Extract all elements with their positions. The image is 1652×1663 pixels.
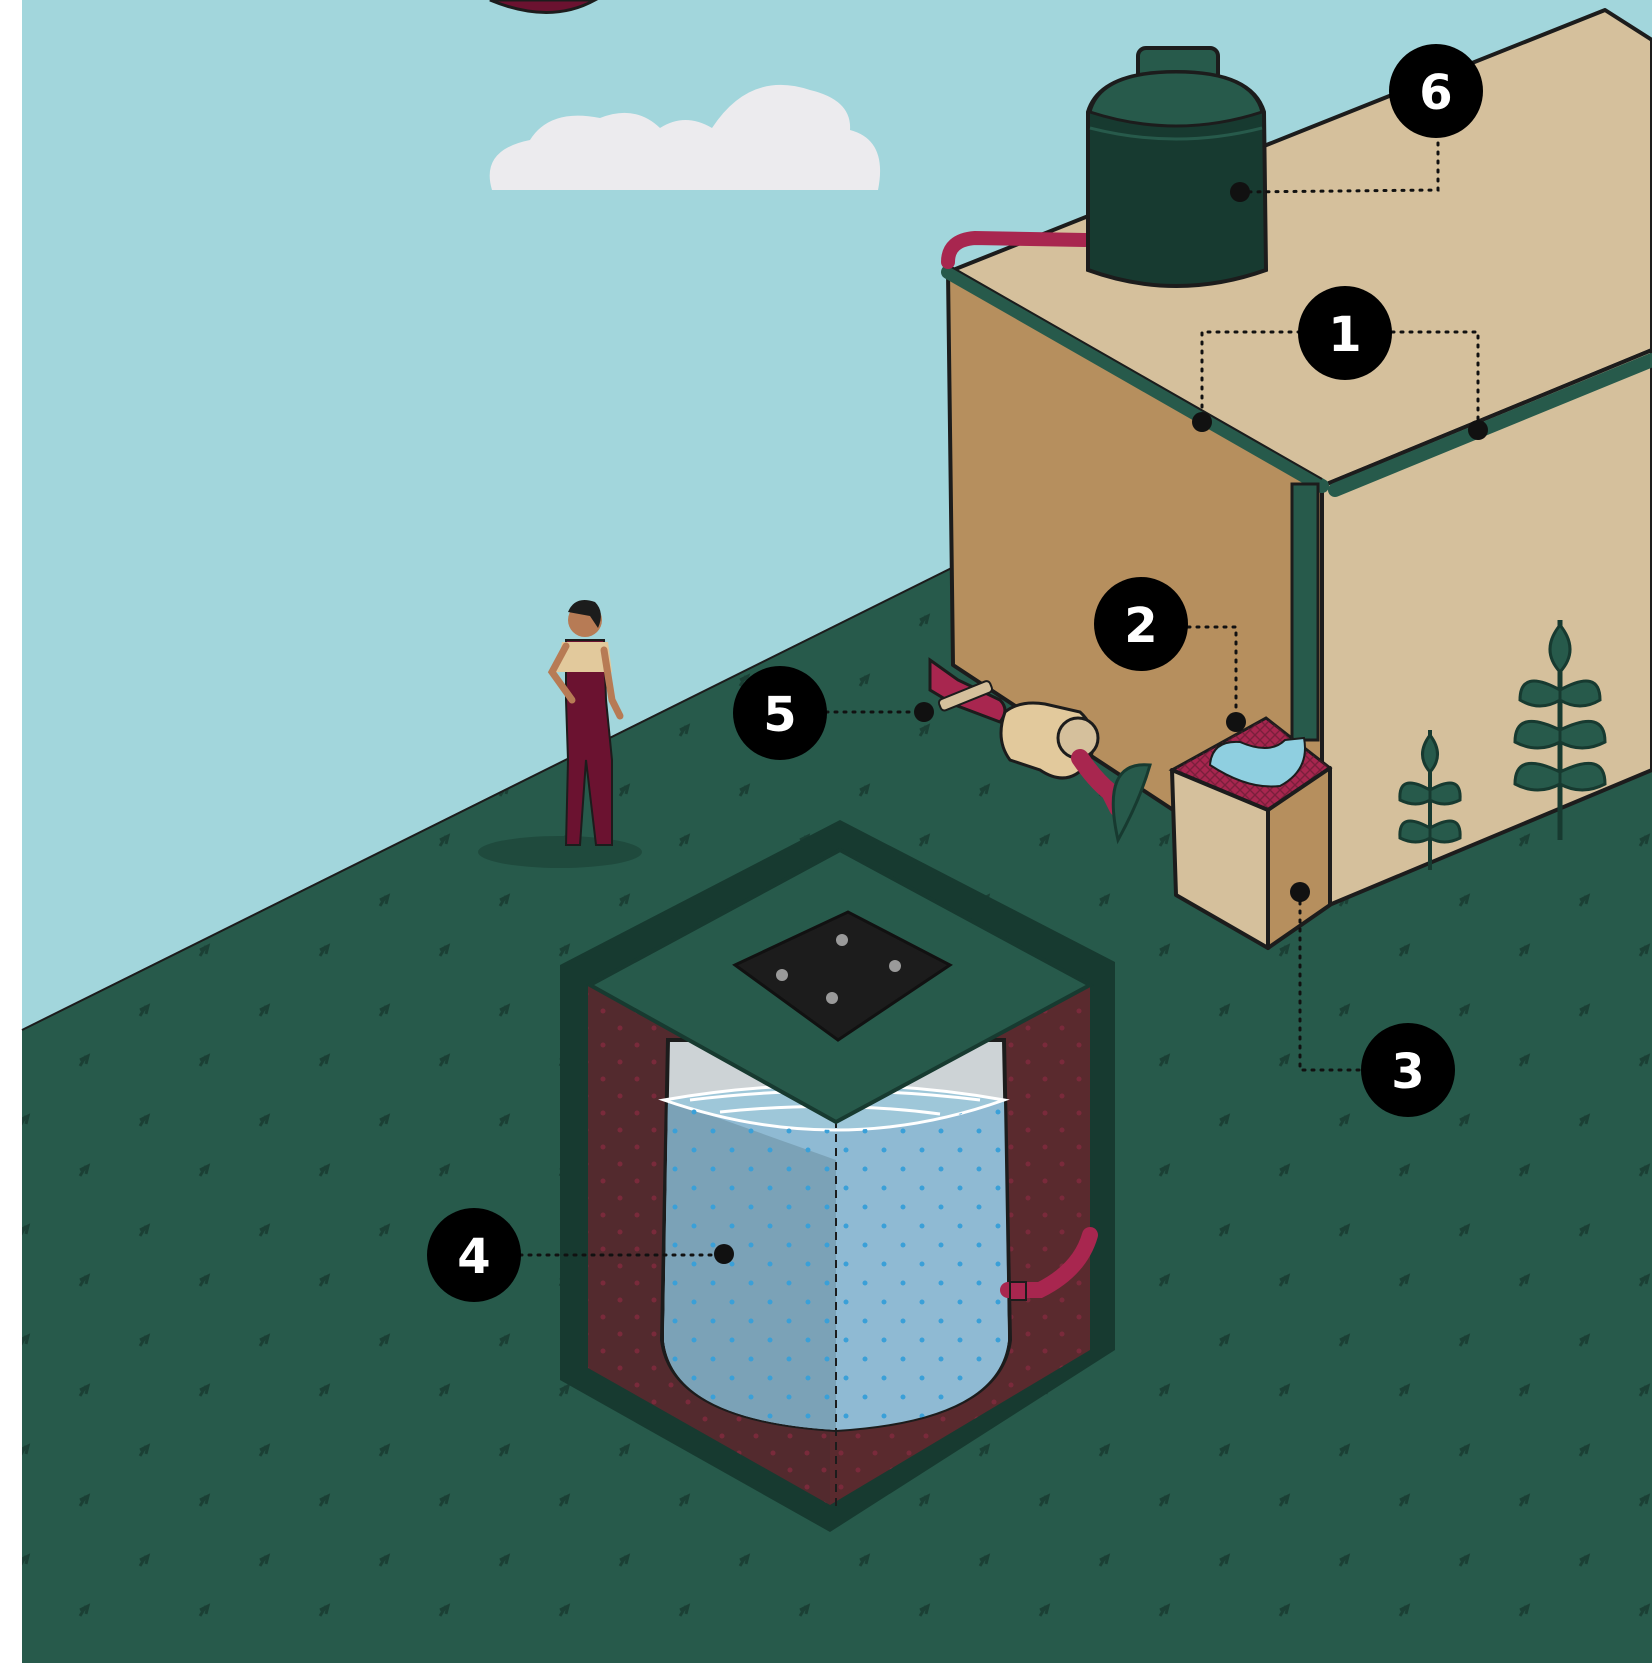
- callout-badge-3: 3: [1361, 1023, 1455, 1117]
- callout-badge-2: 2: [1094, 577, 1188, 671]
- callout-badge-5: 5: [733, 666, 827, 760]
- callout-number-6: 6: [1419, 65, 1452, 121]
- callout-badge-4: 4: [427, 1208, 521, 1302]
- callout-number-1: 1: [1328, 307, 1361, 363]
- callout-number-4: 4: [457, 1229, 490, 1285]
- page-margin: [0, 0, 22, 1663]
- callout-badge-1: 1: [1298, 286, 1392, 380]
- callout-badge-6: 6: [1389, 44, 1483, 138]
- rooftop-tank-icon: [1088, 48, 1266, 286]
- callout-number-2: 2: [1124, 598, 1157, 654]
- callout-number-3: 3: [1391, 1044, 1424, 1100]
- callout-number-5: 5: [763, 687, 796, 743]
